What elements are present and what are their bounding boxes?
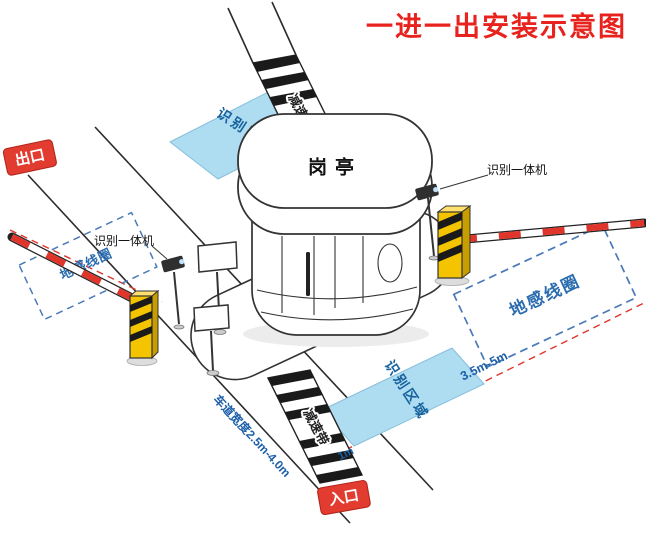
door-handle xyxy=(306,252,310,296)
camera-left-pole xyxy=(173,271,180,325)
barrier-post-right xyxy=(434,205,472,286)
speed-bump-bottom: 减速带 xyxy=(266,369,364,484)
entrance-badge: 入口 xyxy=(317,480,371,516)
window-sill-line xyxy=(256,286,418,300)
exit-badge: 出口 xyxy=(2,139,57,176)
dashed-centerlines xyxy=(9,229,646,456)
coil-right-outline xyxy=(452,223,638,369)
page-title: 一进一出安装示意图 xyxy=(366,11,627,42)
camera-icon xyxy=(415,183,439,201)
coil-left-outline xyxy=(18,211,158,321)
speed-bump-bottom-stripes xyxy=(268,370,362,483)
entrance-badge-label: 入口 xyxy=(328,487,361,509)
post-right-hazard-stripes xyxy=(438,212,462,262)
guard-booth: 岗亭 xyxy=(237,113,433,347)
reader-right-leader xyxy=(439,174,489,190)
camera-right-pole xyxy=(427,197,435,257)
exit-lane-dashed-line xyxy=(9,229,163,303)
camera-left-base xyxy=(173,324,185,330)
sign-post-a xyxy=(197,241,238,335)
recognition-area-bottom-shape xyxy=(321,347,485,447)
sign-a-base xyxy=(213,329,227,335)
side-oval-window xyxy=(377,243,403,283)
sign-post-b xyxy=(193,304,230,376)
lane-edge-left xyxy=(27,174,351,524)
reader-right-label: 识别一体机 xyxy=(487,163,547,177)
entrance-badge-box xyxy=(317,480,371,516)
booth-windows xyxy=(256,236,418,321)
entry-lane-dashed-line xyxy=(334,301,646,456)
exit-badge-box xyxy=(2,139,57,176)
sign-b-panel xyxy=(193,304,230,332)
booth-roof-top xyxy=(237,113,433,209)
barrier-arm-right xyxy=(450,218,646,245)
arm-right-stripes xyxy=(454,219,645,244)
reader-labels: 识别一体机 识别一体机 xyxy=(94,163,547,260)
booth-base-line xyxy=(260,308,414,321)
reader-camera-left xyxy=(161,255,185,330)
reader-left-leader xyxy=(151,245,168,260)
sign-b-pole xyxy=(210,330,214,372)
exit-badge-label: 出口 xyxy=(13,146,46,170)
reader-camera-right xyxy=(415,183,440,261)
top-road-edge-right xyxy=(271,1,297,56)
post-left-hazard-stripes xyxy=(130,296,152,342)
booth-label: 岗亭 xyxy=(308,156,362,179)
camera-icon xyxy=(161,255,185,273)
barrier-post-left xyxy=(126,289,160,366)
sign-a-panel xyxy=(197,241,238,273)
reader-left-label: 识别一体机 xyxy=(94,234,154,248)
barrier-arm-left xyxy=(7,232,141,305)
sign-b-base xyxy=(206,370,220,376)
top-road-edge-left xyxy=(227,7,254,64)
